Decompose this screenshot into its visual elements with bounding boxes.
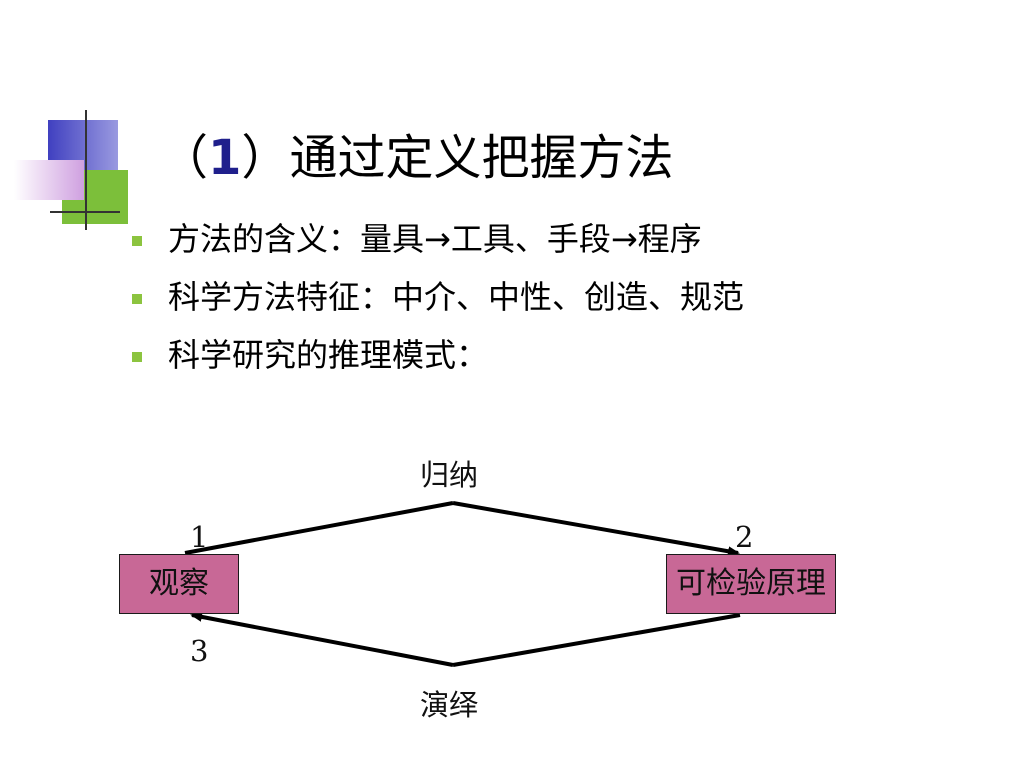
- bullet-list: 方法的含义：量具→工具、手段→程序 科学方法特征：中介、中性、创造、规范 科学研…: [128, 216, 744, 390]
- step-2-label: 2: [735, 520, 754, 554]
- deduction-label: 演绎: [420, 688, 479, 722]
- title-text: 通过定义把握方法: [289, 130, 674, 186]
- title-close: ）: [241, 130, 290, 186]
- step-1-label: 1: [190, 520, 209, 554]
- bullet-text: 科学研究的推理模式：: [168, 336, 489, 374]
- testable-principle-node: 可检验原理: [666, 554, 836, 614]
- corner-decoration: [14, 110, 1000, 230]
- deco-pink-bar: [14, 160, 84, 200]
- title-open: （: [160, 130, 209, 186]
- slide-title: （1）通过定义把握方法: [160, 118, 673, 188]
- bullet-square-icon: [132, 352, 142, 362]
- bullet-square-icon: [132, 236, 142, 246]
- induction-label: 归纳: [420, 458, 479, 492]
- induction-line-left: [184, 501, 454, 555]
- bullet-item: 科学方法特征：中介、中性、创造、规范: [128, 274, 744, 332]
- bullet-text: 科学方法特征：中介、中性、创造、规范: [168, 278, 745, 316]
- bullet-square-icon: [132, 294, 142, 304]
- bullet-item: 科学研究的推理模式：: [128, 332, 744, 390]
- bullet-item: 方法的含义：量具→工具、手段→程序: [128, 216, 744, 274]
- title-number: 1: [208, 130, 242, 186]
- induction-arrow-right: [452, 501, 740, 557]
- deduction-line-right: [452, 613, 741, 667]
- bullet-text: 方法的含义：量具→工具、手段→程序: [168, 220, 702, 258]
- deduction-arrow-left: [190, 611, 454, 667]
- observation-node: 观察: [119, 554, 239, 614]
- step-3-label: 3: [190, 634, 209, 668]
